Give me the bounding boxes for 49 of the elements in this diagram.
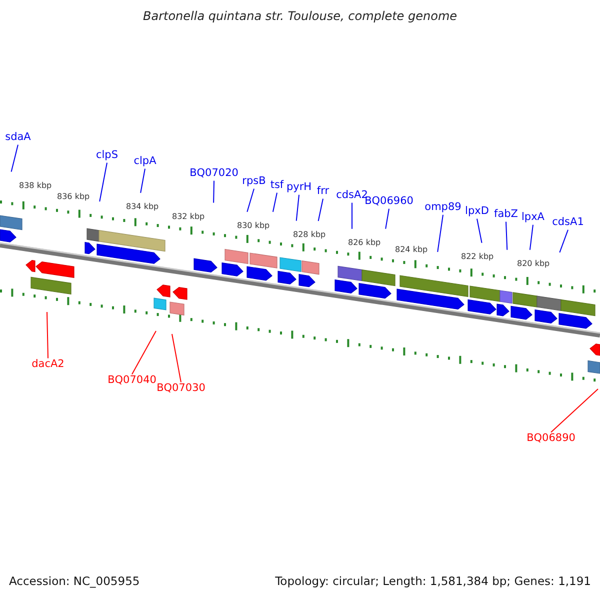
scale-label: 836 kbp bbox=[57, 193, 90, 202]
scale-label: 826 kbp bbox=[348, 239, 381, 248]
scale-label: 828 kbp bbox=[293, 231, 326, 240]
scale-label: 830 kbp bbox=[237, 222, 270, 231]
gene-label: BQ07020 bbox=[190, 168, 238, 180]
leader-line bbox=[10, 144, 18, 172]
gene-label: omp89 bbox=[424, 202, 462, 214]
leader-line bbox=[550, 388, 598, 433]
leader-line bbox=[213, 180, 214, 204]
gene-label: clpA bbox=[134, 156, 156, 168]
leader-line bbox=[506, 221, 508, 250]
title: Bartonella quintana str. Toulouse, complete genome bbox=[142, 10, 458, 24]
scale-label: 834 kbp bbox=[126, 203, 159, 212]
footer-text: Accession: NC_005955 bbox=[9, 575, 140, 588]
gene-label: pyrH bbox=[286, 182, 312, 194]
gene-label: BQ07030 bbox=[156, 383, 206, 395]
gene-label: tsf bbox=[270, 180, 284, 192]
scale-label: 824 kbp bbox=[395, 246, 428, 255]
gene-label: lpxA bbox=[522, 212, 544, 224]
gene-label: sdaA bbox=[5, 132, 31, 144]
gene-label: BQ06960 bbox=[364, 196, 414, 208]
leader-line bbox=[99, 162, 108, 202]
gene-label: frr bbox=[316, 186, 330, 198]
leader-line bbox=[46, 312, 48, 359]
leader-line bbox=[437, 214, 444, 252]
leader-line bbox=[132, 330, 156, 375]
leader-line bbox=[246, 188, 254, 212]
footer-text: Topology: circular; Length: 1,581,384 bp; Genes: 1,191 bbox=[275, 575, 591, 588]
leader-line bbox=[476, 218, 482, 244]
leader-line bbox=[140, 168, 146, 194]
scale-label: 820 kbp bbox=[517, 260, 550, 269]
scale-label: 822 kbp bbox=[461, 253, 494, 262]
gene-label: BQ07040 bbox=[108, 375, 156, 387]
gene-label: BQ06890 bbox=[526, 433, 576, 445]
gene-label: clpS bbox=[96, 150, 118, 162]
leader-line bbox=[272, 192, 278, 212]
leader-line bbox=[385, 208, 390, 230]
leader-line bbox=[559, 229, 568, 253]
leader-line bbox=[529, 224, 534, 250]
gene-label: cdsA1 bbox=[552, 217, 584, 229]
leader-line bbox=[296, 194, 300, 222]
gene-label: fabZ bbox=[494, 209, 518, 221]
gene-label: rpsB bbox=[242, 176, 266, 188]
gene-label: lpxD bbox=[465, 206, 489, 218]
leader-line bbox=[172, 334, 182, 383]
scale-label: 832 kbp bbox=[172, 213, 205, 222]
leader-line bbox=[318, 198, 324, 222]
scale-label: 838 kbp bbox=[19, 182, 52, 191]
gene-label: dacA2 bbox=[32, 359, 64, 371]
